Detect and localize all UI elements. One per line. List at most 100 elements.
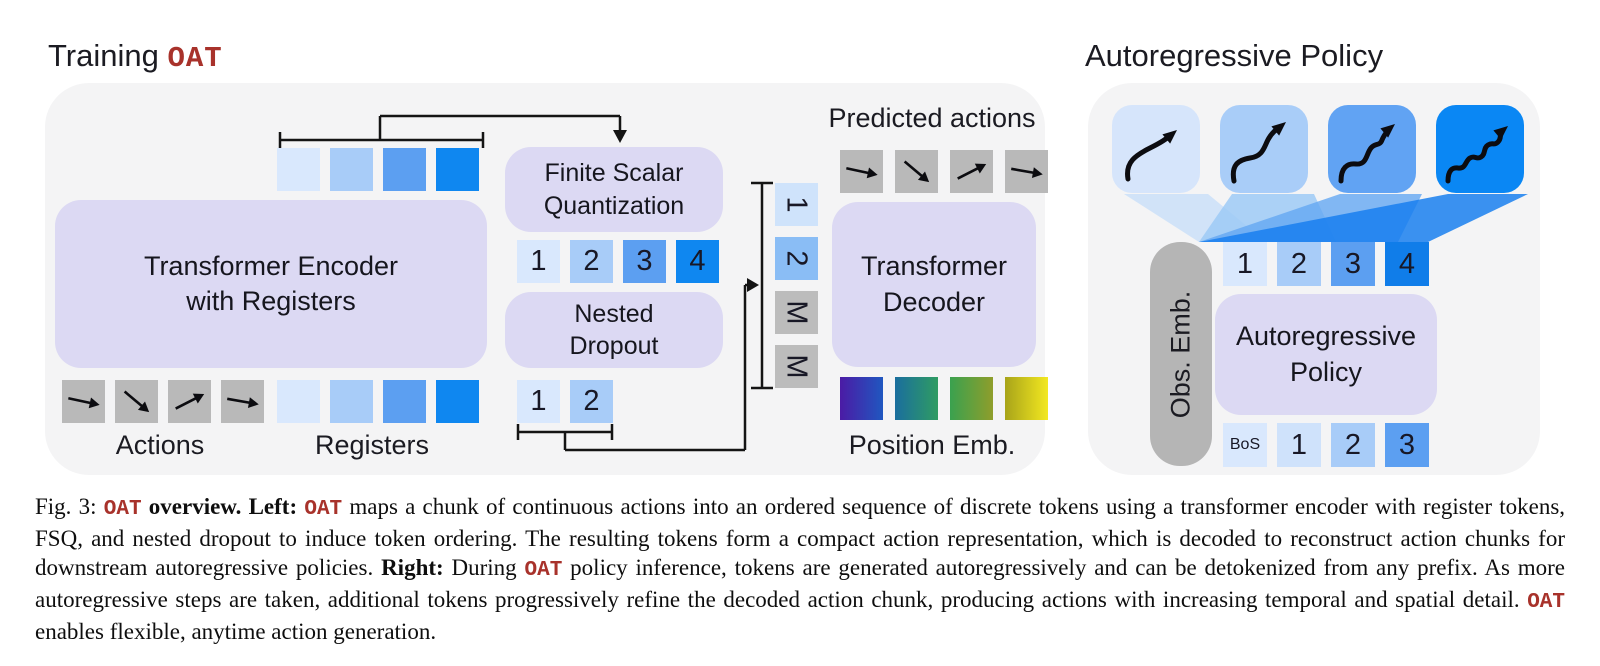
token-label: 2 — [583, 385, 600, 417]
action-arrow-icon — [903, 160, 930, 183]
token-1: 1 — [517, 240, 560, 283]
register-square — [383, 148, 426, 191]
finite-scalar-quantization-box: Finite Scalar Quantization — [505, 147, 723, 232]
token-label: 2 — [1290, 247, 1308, 280]
registers-squares — [277, 380, 479, 423]
fsq-token-row: 1 2 3 4 — [517, 240, 719, 283]
oat-wordmark: OAT — [167, 42, 223, 75]
register-square — [277, 148, 320, 191]
action-square — [168, 380, 211, 423]
caption-text — [142, 494, 149, 519]
registers-label: Registers — [314, 430, 430, 460]
trajectory-tile-4 — [1436, 105, 1524, 193]
token-label: 4 — [1398, 247, 1416, 280]
caption-text: Fig. 3: — [35, 494, 104, 519]
token-label: 3 — [1398, 428, 1416, 461]
token-label: 2 — [1344, 428, 1362, 461]
token-label: 1 — [530, 385, 547, 417]
action-arrow-icon — [846, 167, 878, 179]
position-embedding-square — [1005, 377, 1048, 420]
register-square — [277, 380, 320, 423]
predicted-actions-label: Predicted actions — [828, 103, 1036, 133]
training-title-text: Training — [48, 38, 168, 73]
policy-top-token-row: 1 2 3 4 — [1223, 242, 1429, 286]
transformer-decoder-box: Transformer Decoder — [832, 202, 1036, 367]
training-title: Training OAT — [48, 38, 223, 75]
caption-text: During — [443, 555, 525, 580]
token-label: 4 — [689, 245, 706, 277]
token-2: 2 — [775, 237, 818, 280]
action-square — [221, 380, 264, 423]
register-square — [330, 148, 373, 191]
trajectory-arrow-icon — [1445, 126, 1508, 184]
action-square — [115, 380, 158, 423]
position-embedding-square — [840, 377, 883, 420]
action-arrow-icon — [175, 393, 205, 410]
register-square — [330, 380, 373, 423]
action-square — [840, 150, 883, 193]
position-embedding-squares — [840, 377, 1048, 420]
action-arrow-icon — [227, 397, 259, 409]
token-2: 2 — [1277, 242, 1321, 286]
obs-emb-bar: Obs. Emb. — [1150, 242, 1212, 466]
figure-caption: Fig. 3: OAT overview. Left: OAT maps a c… — [35, 492, 1565, 646]
register-square — [383, 380, 426, 423]
action-arrow-icon — [957, 163, 987, 180]
caption-text: maps a chunk of continuous actions into … — [35, 494, 1566, 580]
token-label: 1 — [530, 245, 547, 277]
oat-wordmark: OAT — [103, 498, 142, 521]
trajectory-tile-1 — [1112, 105, 1200, 193]
position-emb-label: Position Emb. — [848, 430, 1016, 460]
oat-wordmark: OAT — [1527, 591, 1565, 614]
caption-text: policy inference, tokens are generated a… — [35, 555, 1565, 612]
token-4: 4 — [676, 240, 719, 283]
actions-label: Actions — [115, 430, 205, 460]
token-label: 3 — [1344, 247, 1362, 280]
token-label: 1 — [1236, 247, 1254, 280]
token-2: 2 — [1331, 423, 1375, 467]
trajectory-tile-2 — [1220, 105, 1308, 193]
token-bos: BoS — [1223, 423, 1267, 467]
register-square — [436, 148, 479, 191]
action-square — [1005, 150, 1048, 193]
token-2: 2 — [570, 240, 613, 283]
oat-wordmark: OAT — [304, 498, 343, 521]
token-label: M — [780, 300, 813, 325]
action-square — [950, 150, 993, 193]
token-m: M — [775, 291, 818, 334]
action-arrow-icon — [123, 390, 150, 413]
caption-text: overview. Left: — [148, 494, 298, 519]
trajectory-arrow-icon — [1338, 124, 1395, 184]
trajectory-tile-3 — [1328, 105, 1416, 193]
obs-emb-label: Obs. Emb. — [1165, 290, 1196, 418]
token-4: 4 — [1385, 242, 1429, 286]
caption-text: Right: — [381, 555, 444, 580]
token-label: 3 — [636, 245, 653, 277]
actions-squares — [62, 380, 264, 423]
token-1: 1 — [1223, 242, 1267, 286]
nested-dropout-box: Nested Dropout — [505, 292, 723, 368]
autoregressive-policy-title: Autoregressive Policy — [1085, 38, 1384, 73]
register-square — [436, 380, 479, 423]
position-embedding-square — [950, 377, 993, 420]
action-arrow-icon — [68, 397, 100, 409]
token-label: 2 — [583, 245, 600, 277]
trajectory-arrow-icon — [1230, 122, 1286, 184]
token-2: 2 — [570, 380, 613, 423]
token-label: 2 — [780, 250, 813, 267]
oat-wordmark: OAT — [524, 559, 563, 582]
token-1: 1 — [1277, 423, 1321, 467]
token-label: M — [780, 354, 813, 379]
token-1: 1 — [517, 380, 560, 423]
action-arrow-icon — [1011, 167, 1043, 179]
predicted-actions-squares — [840, 150, 1048, 193]
token-m: M — [775, 345, 818, 388]
action-square — [895, 150, 938, 193]
autoregressive-policy-box: Autoregressive Policy — [1215, 294, 1437, 415]
token-label: BoS — [1229, 436, 1261, 453]
token-3: 3 — [1331, 242, 1375, 286]
token-label: 1 — [1290, 428, 1308, 461]
